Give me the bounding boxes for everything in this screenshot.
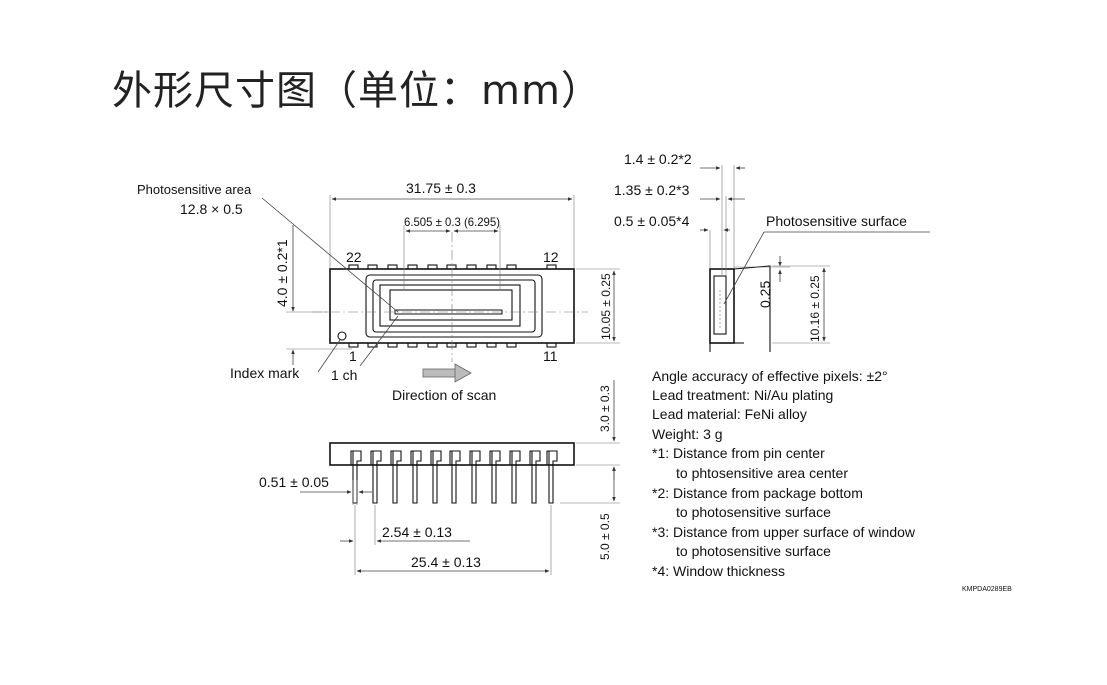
scan-direction: Direction of scan: [392, 387, 496, 403]
pitch-2-54: 2.54 ± 0.13: [382, 524, 452, 540]
photosensitive-area-dim: 12.8 × 0.5: [180, 201, 243, 217]
lead-len-dim: 5.0 ± 0.5: [598, 513, 612, 560]
note-line: *1: Distance from pin center: [652, 445, 825, 461]
note-line: *2: Distance from package bottom: [652, 485, 863, 501]
scan-arrow-icon: [422, 363, 472, 383]
note-line: *4: Window thickness: [652, 563, 785, 579]
photosensitive-area-label: Photosensitive area: [137, 182, 252, 197]
window-frame-inner: [379, 284, 521, 327]
pin-12: 12: [543, 249, 559, 265]
body-h-dim: 3.0 ± 0.3: [598, 385, 612, 432]
lead-width-dim: 0.51 ± 0.05: [259, 474, 329, 490]
note-line: Lead treatment: Ni/Au plating: [652, 387, 833, 403]
notes: Angle accuracy of effective pixels: ±2° …: [652, 368, 916, 579]
index-mark-label: Index mark: [230, 365, 300, 381]
drawing-code: KMPDA0289EB: [962, 586, 1012, 593]
window-frame-outer: [365, 274, 543, 338]
index-mark-circle: [337, 331, 347, 341]
note-line: *3: Distance from upper surface of windo…: [652, 524, 916, 540]
note-line: to photosensitive surface: [676, 543, 831, 559]
window-frame-mid: [372, 279, 536, 333]
note-line: to photosensitive surface: [676, 504, 831, 520]
pin-1: 1: [349, 348, 357, 364]
side-dim-3: 0.5 ± 0.05*4: [614, 213, 690, 229]
page-title: 外形尺寸图（单位：mm）: [112, 68, 602, 114]
top-pins-lower: [348, 341, 557, 348]
side-dim-2: 1.35 ± 0.2*3: [614, 182, 690, 198]
side-height-dim: 10.16 ± 0.25: [808, 275, 822, 342]
note-line: Weight: 3 g: [652, 426, 723, 442]
note-line: Lead material: FeNi alloy: [652, 406, 807, 422]
front-view: 0.51 ± 0.05 2.54 ± 0.13 25.4 ± 0.13 3.0 …: [259, 380, 620, 575]
photosensitive-surface-label: Photosensitive surface: [766, 213, 907, 229]
note-line: to phtosensitive area center: [676, 465, 848, 481]
front-leads: [350, 450, 558, 504]
side-dim-025: 0.25: [757, 281, 773, 308]
note-line: Angle accuracy of effective pixels: ±2°: [652, 368, 888, 384]
side-view: 1.4 ± 0.2*2 1.35 ± 0.2*3 0.5 ± 0.05*4 Ph…: [614, 151, 930, 352]
ch1-label: 1 ch: [331, 367, 357, 383]
side-window: [713, 275, 727, 335]
width-dim: 31.75 ± 0.3: [406, 180, 476, 196]
span-dim: 25.4 ± 0.13: [411, 554, 481, 570]
top-view: 31.75 ± 0.3 6.505 ± 0.3 (6.295) Photosen…: [137, 180, 620, 403]
pin-22: 22: [346, 249, 362, 265]
side-dim-1: 1.4 ± 0.2*2: [624, 151, 692, 167]
offset-dim: 4.0 ± 0.2*1: [274, 239, 290, 307]
body-height-dim: 10.05 ± 0.25: [599, 273, 613, 340]
pitch-dim: 6.505 ± 0.3 (6.295): [404, 215, 500, 229]
pin-11: 11: [543, 348, 558, 364]
